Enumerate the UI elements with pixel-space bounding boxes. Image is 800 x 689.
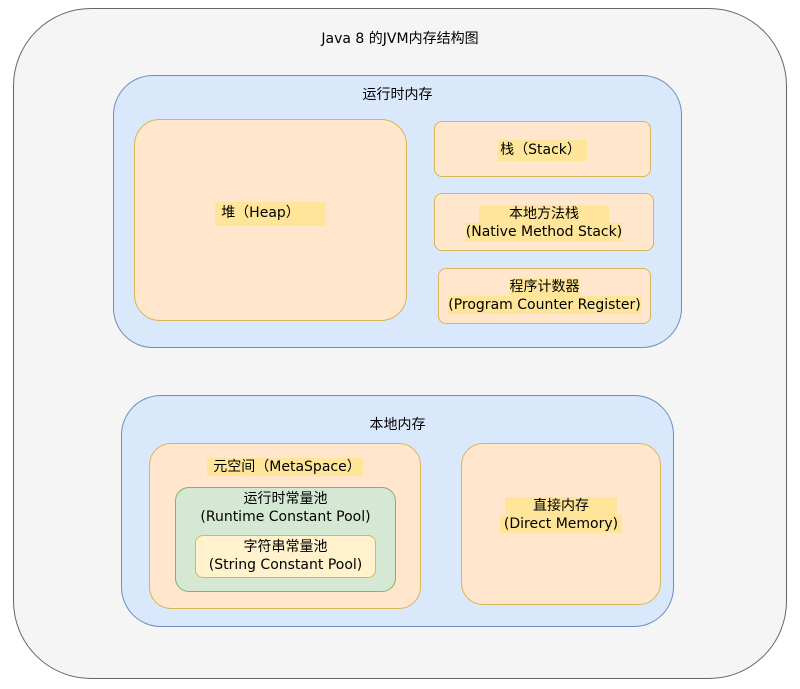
- stack-label: 栈（Stack）: [498, 140, 587, 161]
- direct-memory-label-zh: 直接内存: [505, 497, 617, 515]
- direct-memory-label-en: (Direct Memory): [499, 515, 623, 533]
- direct-memory-label: 直接内存 (Direct Memory): [461, 497, 661, 533]
- program-counter-label-zh: 程序计数器: [509, 278, 580, 296]
- native-method-stack-label: 本地方法栈 (Native Method Stack): [434, 205, 654, 241]
- metaspace-label: 元空间（MetaSpace）: [207, 458, 363, 476]
- string-constant-pool-box[interactable]: [195, 535, 376, 578]
- diagram-title: Java 8 的JVM内存结构图: [321, 31, 479, 47]
- string-constant-pool-label: 字符串常量池 (String Constant Pool): [195, 538, 376, 574]
- native-method-stack-label-zh: 本地方法栈: [479, 205, 609, 223]
- native-memory-label: 本地内存: [369, 417, 426, 433]
- string-constant-pool-label-zh: 字符串常量池: [243, 539, 328, 555]
- stack-label-wrap: 栈（Stack）: [434, 140, 651, 161]
- program-counter-label-en: (Program Counter Register): [448, 296, 641, 314]
- runtime-constant-pool-label-en: (Runtime Constant Pool): [200, 509, 371, 525]
- runtime-memory-label: 运行时内存: [362, 87, 433, 103]
- metaspace-label-wrap: 元空间（MetaSpace）: [149, 458, 421, 476]
- runtime-constant-pool-label-zh: 运行时常量池: [243, 491, 328, 507]
- heap-label: 堆（Heap）: [215, 202, 326, 226]
- native-method-stack-label-en: (Native Method Stack): [465, 223, 623, 241]
- runtime-constant-pool-label: 运行时常量池 (Runtime Constant Pool): [175, 490, 396, 526]
- string-constant-pool-label-en: (String Constant Pool): [208, 557, 363, 573]
- heap-label-wrap: 堆（Heap）: [134, 202, 407, 226]
- program-counter-register-label: 程序计数器 (Program Counter Register): [438, 278, 651, 314]
